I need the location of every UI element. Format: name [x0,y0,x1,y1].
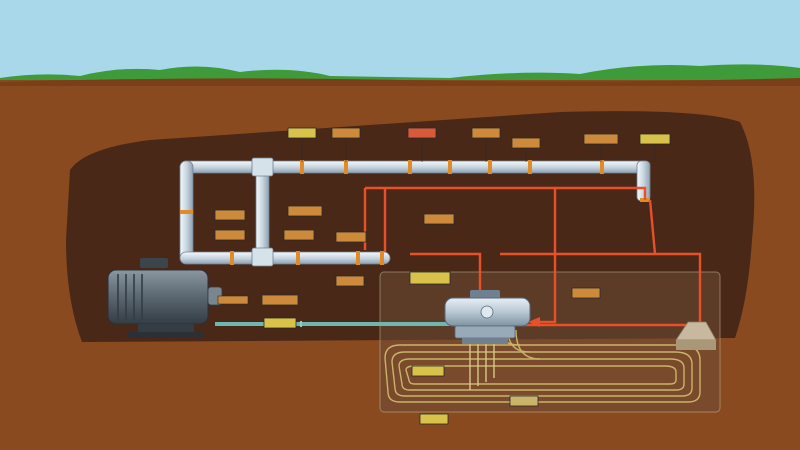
label-tag [287,205,323,217]
label-tag [423,213,455,225]
label-tag [571,287,601,299]
return-pipe [363,186,702,327]
label-tag [331,127,361,162]
label-tag [409,271,451,285]
label-tag [583,133,619,162]
label-tag [639,133,671,162]
label-tag [261,294,299,306]
tank-icon [675,321,717,350]
label-tag [335,231,367,243]
coil-enclosure [379,271,721,413]
label-tag [471,127,501,162]
label-tag [214,229,246,241]
label-tag [511,137,541,162]
label-tag [214,209,246,221]
return-arrow [528,317,540,327]
label-tag [509,395,539,407]
label-tag [411,365,445,377]
label-tag [217,295,249,305]
soil-horizon [0,78,800,86]
label-tag [419,413,449,425]
labels [214,127,671,425]
label-tag [283,229,315,241]
water-line [215,321,455,327]
label-tag [263,317,297,329]
label-tag [407,127,437,162]
pump-icon [444,290,531,344]
label-tag [287,127,317,162]
pipe-joints [180,160,650,265]
label-tag [335,275,365,287]
